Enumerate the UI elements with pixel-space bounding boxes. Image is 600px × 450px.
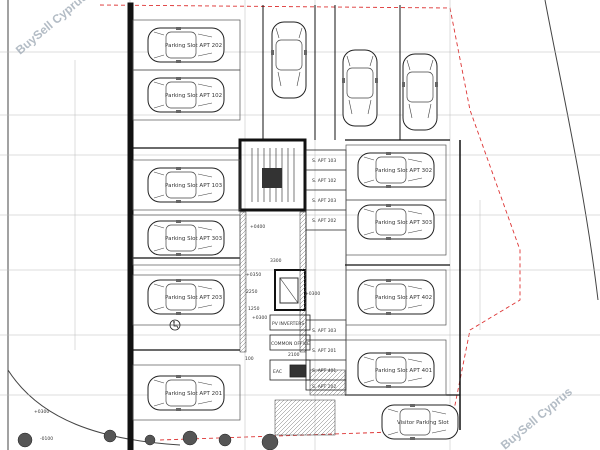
car-label: Parking Slot APT 103	[165, 183, 223, 189]
car-label: Parking Slot APT 203	[165, 295, 223, 301]
car-label: Parking Slot APT 402	[375, 295, 432, 301]
storage-label: S. APT 201	[312, 348, 336, 354]
car-vertical-1	[270, 21, 308, 99]
car-label: Parking Slot APT 303	[375, 220, 433, 226]
dimension-label: +0350	[246, 272, 261, 278]
car-label: Visitor Parking Slot	[397, 420, 450, 426]
property-line	[99, 4, 521, 441]
storage-label: S. APT 202	[312, 384, 336, 390]
storage-label: S. APT 203	[312, 198, 336, 204]
dimension-label: 3300	[270, 258, 282, 264]
dimension-label: 2100	[288, 352, 300, 358]
trees	[17, 429, 279, 450]
parking-bays	[132, 19, 447, 421]
car-label: Parking Slot APT 302	[375, 168, 432, 174]
service-rooms	[269, 314, 311, 381]
car-label: Parking Slot APT 201	[165, 391, 222, 397]
room-label-eac: EAC	[273, 369, 282, 375]
storage-label: S. APT 303	[312, 328, 336, 334]
car-vertical-2	[341, 49, 379, 127]
stair-core	[238, 138, 307, 212]
storage-label: S. APT 401	[312, 368, 336, 374]
dimension-label: +0300	[252, 315, 267, 321]
dimension-label: 2250	[246, 289, 258, 295]
wheelchair-icon	[169, 319, 181, 331]
dimension-label: +0400	[250, 224, 265, 230]
dimension-label: -0100	[40, 436, 53, 442]
car-label: Parking Slot APT 401	[375, 368, 432, 374]
room-label-pv-inverters: PV INVERTERS	[272, 321, 304, 327]
car-vertical-3	[401, 53, 439, 131]
dimension-label: 100	[245, 356, 254, 362]
site-boundary-right	[544, 0, 599, 301]
car-label: Parking Slot APT 303	[165, 236, 223, 242]
room-label-common-office: COMMON OFFICE	[271, 341, 310, 347]
storage-label: S. APT 202	[312, 218, 336, 224]
hatched-walls	[239, 211, 346, 436]
storage-label: S. APT 103	[312, 158, 336, 164]
storage-label: S. APT 102	[312, 178, 336, 184]
dimension-label: 1250	[248, 306, 260, 312]
car-label: Parking Slot APT 102	[165, 93, 222, 99]
dimension-label: +0300	[305, 291, 320, 297]
car-label: Parking Slot APT 202	[165, 43, 222, 49]
dimension-label: +0300	[34, 409, 49, 415]
